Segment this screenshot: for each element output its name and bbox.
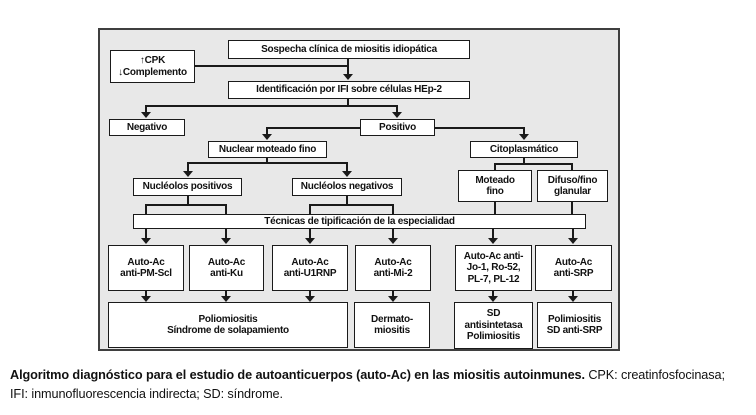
node-dermatomiositis: Dermato- miositis — [354, 302, 430, 348]
node-citoplasmatico: Citoplasmático — [470, 141, 578, 158]
node-anti-u1rnp: Auto-Ac anti-U1RNP — [272, 245, 348, 291]
arrow-down-icon — [342, 171, 352, 177]
flow-connector — [392, 204, 394, 214]
arrow-down-icon — [305, 238, 315, 244]
arrow-down-icon — [388, 238, 398, 244]
flow-connector — [309, 204, 394, 206]
flow-connector — [572, 229, 574, 238]
flow-connector — [494, 202, 496, 214]
arrow-down-icon — [183, 171, 193, 177]
arrow-down-icon — [488, 238, 498, 244]
flow-connector — [494, 163, 496, 170]
flow-connector — [145, 204, 147, 214]
node-identificacion-ifi: Identificación por IFI sobre células HEp… — [228, 81, 470, 99]
node-cpk-complemento: ↑CPK ↓Complemento — [110, 50, 195, 83]
node-polimiositis-sd-anti-srp: Polimiositis SD anti-SRP — [537, 302, 612, 348]
node-positivo: Positivo — [360, 119, 435, 136]
flow-connector — [347, 99, 349, 107]
node-anti-ku: Auto-Ac anti-Ku — [189, 245, 264, 291]
flow-connector — [435, 127, 525, 129]
arrow-down-icon — [388, 296, 398, 302]
flow-connector — [347, 59, 349, 74]
arrow-down-icon — [141, 296, 151, 302]
flow-connector — [495, 163, 573, 165]
flow-connector — [571, 163, 573, 170]
flow-connector — [523, 127, 525, 134]
flow-connector — [145, 105, 147, 113]
flow-connector — [266, 158, 268, 164]
arrow-down-icon — [221, 238, 231, 244]
node-sd-antisintetasa: SD antisintetasa Polimiositis — [454, 302, 533, 349]
caption-line-2: IFI: inmunofluorescencia indirecta; SD: … — [10, 387, 283, 401]
flow-connector — [188, 162, 348, 164]
caption-title: Algoritmo diagnóstico para el estudio de… — [10, 368, 585, 382]
flow-connector — [187, 196, 189, 206]
flow-connector — [145, 291, 147, 296]
flow-connector — [266, 127, 268, 134]
flow-connector — [195, 65, 348, 67]
flow-connector — [225, 291, 227, 296]
node-anti-mi-2: Auto-Ac anti-Mi-2 — [355, 245, 431, 291]
node-sospecha-clinica: Sospecha clínica de miositis idiopática — [228, 40, 470, 59]
node-anti-srp: Auto-Ac anti-SRP — [535, 245, 612, 291]
flow-connector — [225, 229, 227, 238]
arrow-down-icon — [519, 134, 529, 140]
node-anti-pm-scl: Auto-Ac anti-PM-Scl — [108, 245, 184, 291]
caption-line-1: Algoritmo diagnóstico para el estudio de… — [10, 366, 750, 385]
arrow-down-icon — [141, 238, 151, 244]
node-poliomiositis-solapamiento: Poliomiositis Síndrome de solapamiento — [108, 302, 348, 348]
flow-connector — [392, 229, 394, 238]
flow-connector — [492, 229, 494, 238]
flow-connector — [523, 158, 525, 165]
flow-connector — [187, 162, 189, 171]
node-difuso-fino-glanular: Difuso/fino glanular — [537, 170, 608, 202]
flow-connector — [309, 229, 311, 238]
flow-connector — [309, 291, 311, 296]
arrow-down-icon — [262, 134, 272, 140]
node-moteado-fino: Moteado fino — [458, 170, 532, 202]
arrow-down-icon — [343, 74, 353, 80]
flow-connector — [346, 196, 348, 206]
flow-connector — [572, 291, 574, 296]
arrow-down-icon — [488, 296, 498, 302]
arrow-down-icon — [568, 296, 578, 302]
arrow-down-icon — [141, 112, 151, 118]
flow-connector — [146, 105, 398, 107]
node-tecnicas-tipificacion: Técnicas de tipificación de la especiali… — [133, 214, 586, 229]
figure-caption: Algoritmo diagnóstico para el estudio de… — [10, 366, 750, 404]
flow-connector — [492, 291, 494, 296]
flow-connector — [309, 204, 311, 214]
node-negativo: Negativo — [109, 119, 185, 136]
caption-abbrev-cpk: CPK: creatinfosfocinasa; — [584, 368, 725, 382]
flow-connector — [145, 204, 227, 206]
node-anti-jo1-ro52: Auto-Ac anti- Jo-1, Ro-52, PL-7, PL-12 — [455, 245, 532, 291]
flow-connector — [396, 105, 398, 113]
node-nuclear-moteado-fino: Nuclear moteado fino — [208, 141, 327, 158]
flow-connector — [571, 202, 573, 214]
arrow-down-icon — [392, 112, 402, 118]
flow-connector — [346, 162, 348, 171]
arrow-down-icon — [568, 238, 578, 244]
flow-connector — [225, 204, 227, 214]
flow-connector — [145, 229, 147, 238]
flow-connector — [267, 127, 360, 129]
node-nucleolos-positivos: Nucléolos positivos — [133, 178, 242, 196]
arrow-down-icon — [305, 296, 315, 302]
arrow-down-icon — [221, 296, 231, 302]
flow-connector — [392, 291, 394, 296]
node-nucleolos-negativos: Nucléolos negativos — [292, 178, 402, 196]
